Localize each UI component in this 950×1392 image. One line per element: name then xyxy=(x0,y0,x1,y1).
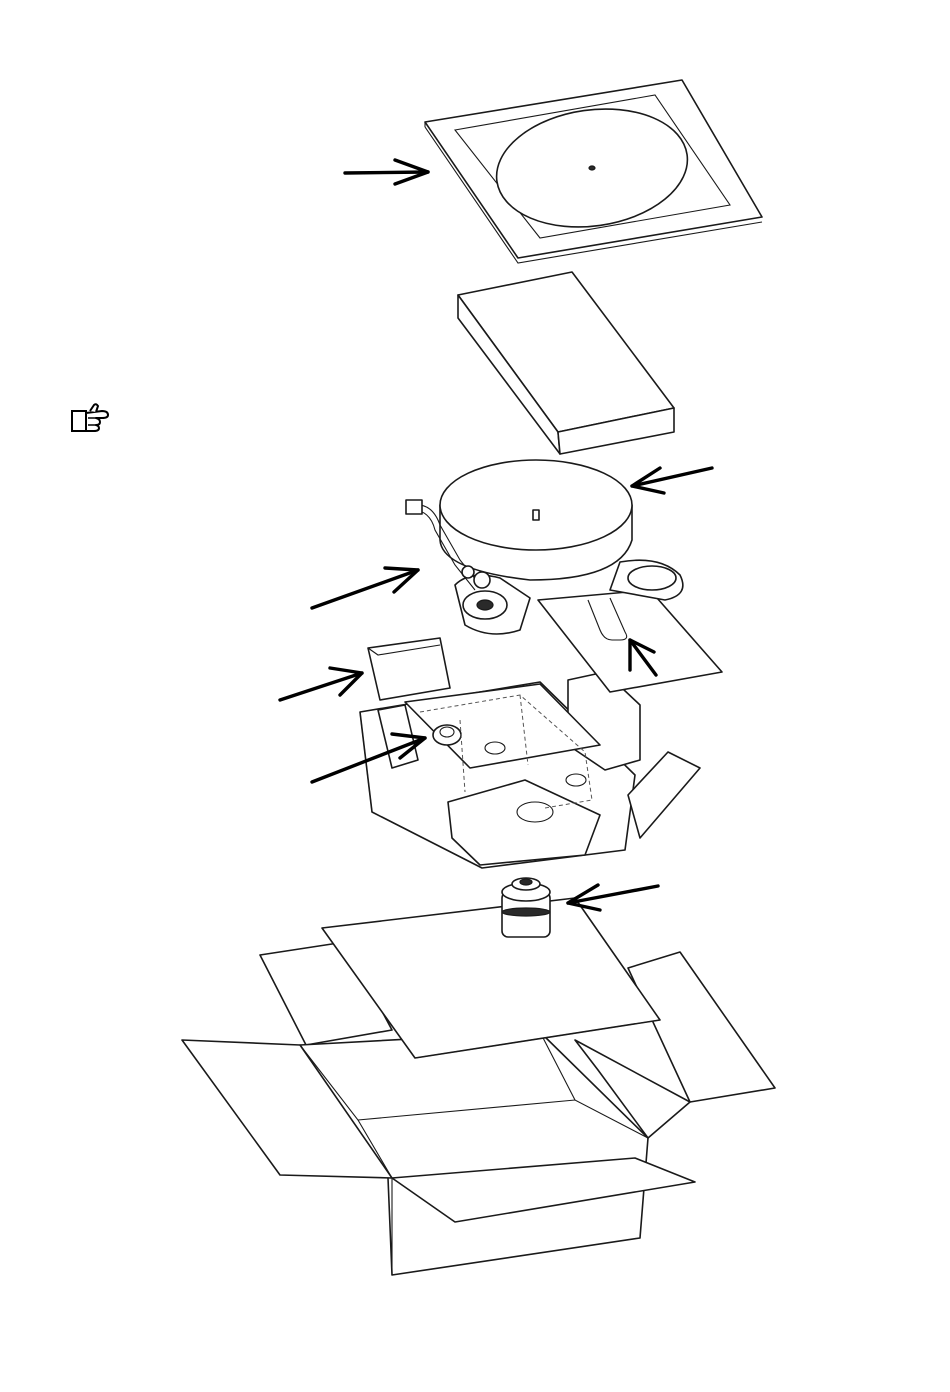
pointing-hand-icon xyxy=(72,404,108,431)
motor-pulley xyxy=(502,878,550,937)
platter-box xyxy=(458,272,674,454)
foam-insert xyxy=(360,672,700,868)
arrow-turntable xyxy=(632,468,712,493)
top-cardboard-sheet xyxy=(425,80,762,263)
arrow-top-sheet xyxy=(345,160,428,184)
arrow-small-box xyxy=(280,668,362,700)
small-box xyxy=(368,638,450,700)
arrow-tonearm xyxy=(312,568,418,608)
arrow-motor-pulley xyxy=(568,885,658,910)
